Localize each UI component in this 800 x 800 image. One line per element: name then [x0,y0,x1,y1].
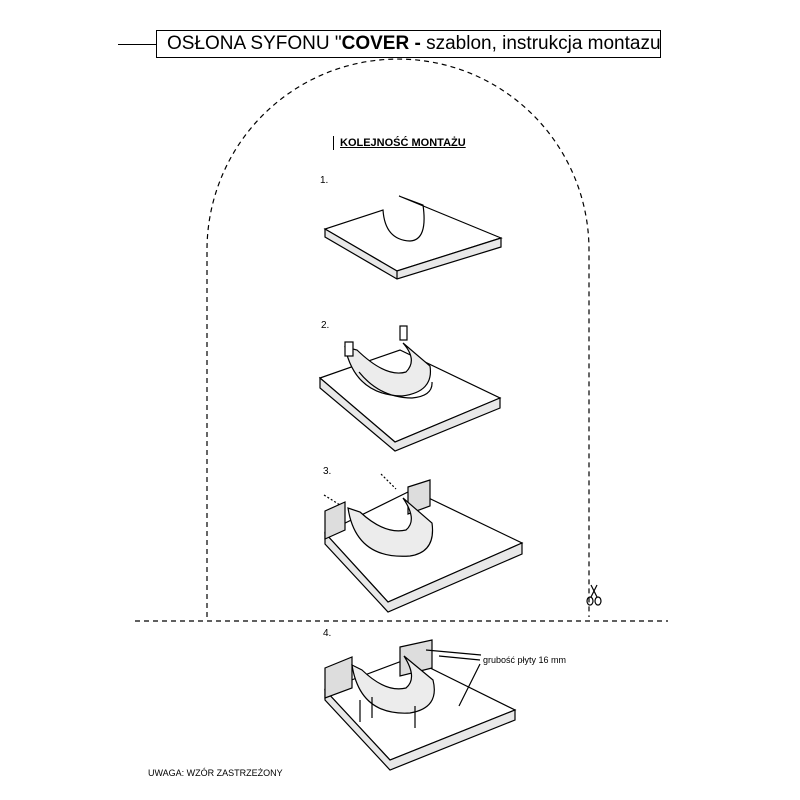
assembly-heading: KOLEJNOŚĆ MONTAŻU [333,136,466,150]
title-leader-line [118,44,156,45]
step4-assembly [323,639,517,771]
title-suffix: szablon, instrukcja montazu [420,33,661,54]
thickness-label: grubość płyty 16 mm [483,655,567,665]
scissors-icon [586,584,602,606]
document-title: OSŁONA SYFONU "COVER - szablon, instrukc… [156,30,661,58]
step-2-number: 2. [321,320,330,331]
step3-assembly [323,473,524,613]
title-bold: COVER - [341,33,421,54]
template-outline [206,58,590,617]
step-4-number: 4. [323,628,332,639]
step-1-number: 1. [320,175,329,186]
title-prefix: OSŁONA SYFONU " [167,33,342,54]
step-3-number: 3. [323,466,332,477]
step1-plate [323,195,503,280]
reserved-design-note: UWAGA: WZÓR ZASTRZEŻONY [148,768,283,778]
step2-assembly [318,325,502,452]
